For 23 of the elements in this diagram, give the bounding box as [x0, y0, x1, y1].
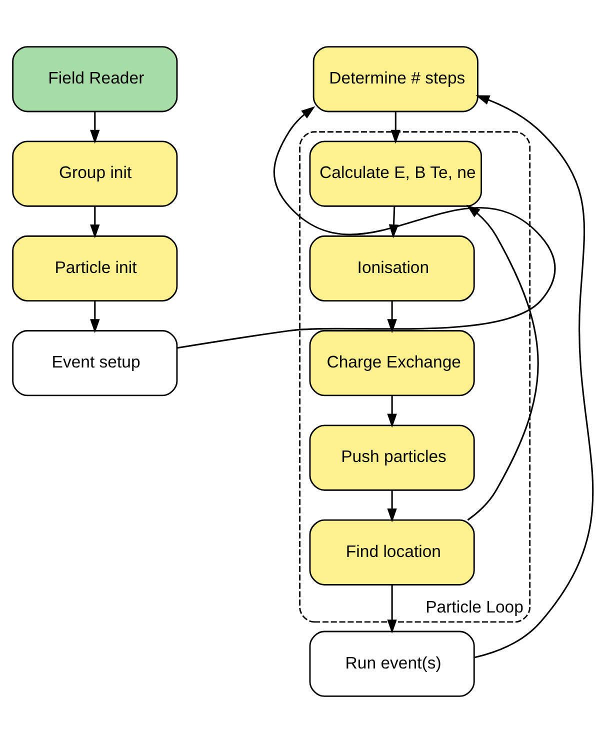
arrow [90, 206, 100, 238]
arrow [387, 490, 397, 522]
arrow [474, 94, 594, 658]
arrow [390, 111, 401, 144]
node-box: Field Reader [12, 46, 178, 112]
arrow [388, 206, 399, 238]
arrow [387, 300, 397, 333]
node-box: Group init [12, 140, 178, 206]
node-box: Push particles [309, 424, 475, 490]
arrow [90, 300, 100, 333]
node-box: Ionisation [309, 234, 475, 302]
arrow [177, 106, 556, 348]
node-box: Calculate E, B Te, ne [309, 140, 482, 206]
node-box: Run event(s) [309, 630, 475, 696]
node-box: Event setup [12, 330, 178, 396]
arrow [466, 204, 539, 520]
arrow [387, 395, 397, 428]
arrow [90, 111, 100, 144]
node-box: Determine # steps [312, 46, 478, 112]
node-box: Charge Exchange [309, 330, 475, 396]
arrow [387, 584, 397, 634]
node-box: Particle init [12, 234, 178, 302]
node-box: Find location [309, 518, 475, 585]
